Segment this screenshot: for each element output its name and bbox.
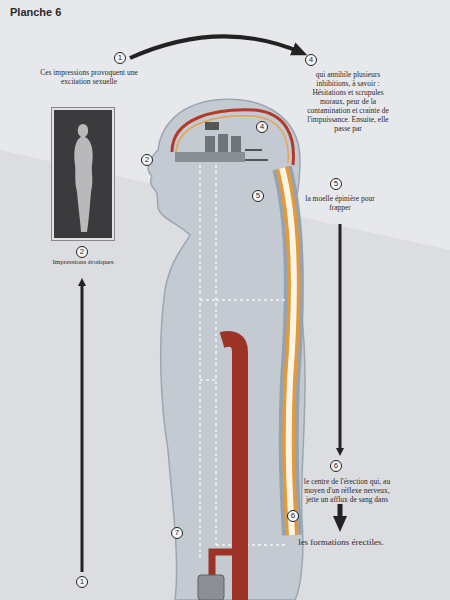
nerve-path xyxy=(200,165,216,560)
caption-text: la moelle épinière pour frapper xyxy=(300,194,380,212)
brain-machine xyxy=(175,152,245,162)
brain-wire xyxy=(245,150,268,160)
spine xyxy=(282,168,294,535)
callout-number: 4 xyxy=(256,121,268,133)
flow-arrow xyxy=(81,282,84,572)
callout-number: 1 xyxy=(114,52,126,64)
picture-frame: Impressions érotiques xyxy=(52,108,114,266)
framed-picture xyxy=(52,108,114,240)
callout-number: 2 xyxy=(76,246,88,258)
callout-number: 7 xyxy=(171,527,183,539)
plate-title: Planche 6 xyxy=(10,6,61,19)
caption-text: Ces impressions provoquent une excitatio… xyxy=(30,68,148,86)
caption-text: qui annihile plusieurs inhibitions, à sa… xyxy=(300,70,396,133)
brain-machine xyxy=(218,134,228,152)
callout-number: 4 xyxy=(305,54,317,66)
figure-silhouette xyxy=(74,124,92,232)
flow-arrow xyxy=(339,224,342,452)
brain-outline xyxy=(172,110,293,165)
callout-number: 6 xyxy=(330,460,342,472)
body-silhouette xyxy=(148,99,305,600)
spinal-cord xyxy=(282,168,294,535)
brain-outline xyxy=(176,116,288,163)
erectile-machine xyxy=(198,575,224,600)
callout-number: 6 xyxy=(287,510,299,522)
callout-number: 5 xyxy=(252,190,264,202)
callout-number: 1 xyxy=(76,576,88,588)
flow-arrow xyxy=(130,36,300,58)
callout-number: 5 xyxy=(330,178,342,190)
caption-text: le centre de l'érection qui, au moyen d'… xyxy=(303,477,391,504)
callout-number: 2 xyxy=(141,154,153,166)
artery-pipe xyxy=(222,339,240,600)
figure-picture xyxy=(54,110,112,238)
brain-machine xyxy=(205,136,215,152)
picture-caption: Impressions érotiques xyxy=(35,258,131,266)
brain-machine xyxy=(205,122,219,130)
flow-arrow xyxy=(338,504,343,524)
caption-text: les formations érectiles. xyxy=(296,537,386,548)
spine xyxy=(282,168,294,535)
brain-machine xyxy=(231,136,241,152)
artery-branch xyxy=(212,552,240,575)
